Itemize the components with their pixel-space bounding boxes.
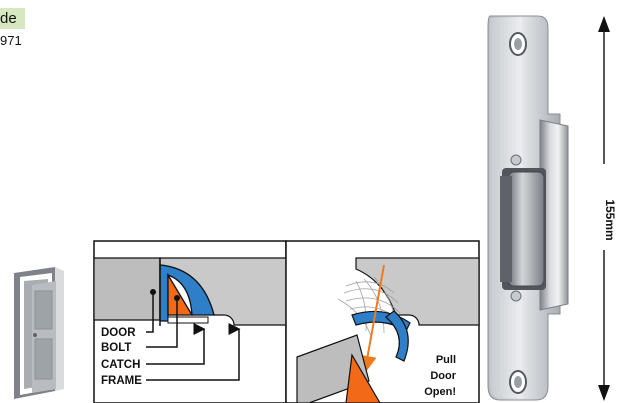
dimension-label-box: 155mm xyxy=(600,180,620,260)
diagram-panel-locked: DOOR BOLT CATCH FRAME xyxy=(93,240,287,403)
pull-line-3: Open! xyxy=(424,386,456,398)
strike-mechanism-diagram: DOOR BOLT CATCH FRAME xyxy=(93,240,480,403)
header-badge-text: de xyxy=(0,10,17,27)
door-icon xyxy=(14,267,64,399)
label-door: DOOR xyxy=(101,327,136,339)
diagram-panel-open: Pull Door Open! xyxy=(285,240,480,403)
label-bolt: BOLT xyxy=(101,342,131,354)
dimension-label: 155mm xyxy=(603,199,617,241)
pull-line-1: Pull xyxy=(436,354,456,366)
pull-line-2: Door xyxy=(430,370,456,382)
label-catch: CATCH xyxy=(101,359,140,371)
header-badge: de xyxy=(0,8,25,29)
label-frame: FRAME xyxy=(101,375,142,387)
dimension-indicator xyxy=(598,16,610,401)
electric-strike-lock xyxy=(487,15,569,401)
header-code: 971 xyxy=(0,33,22,48)
